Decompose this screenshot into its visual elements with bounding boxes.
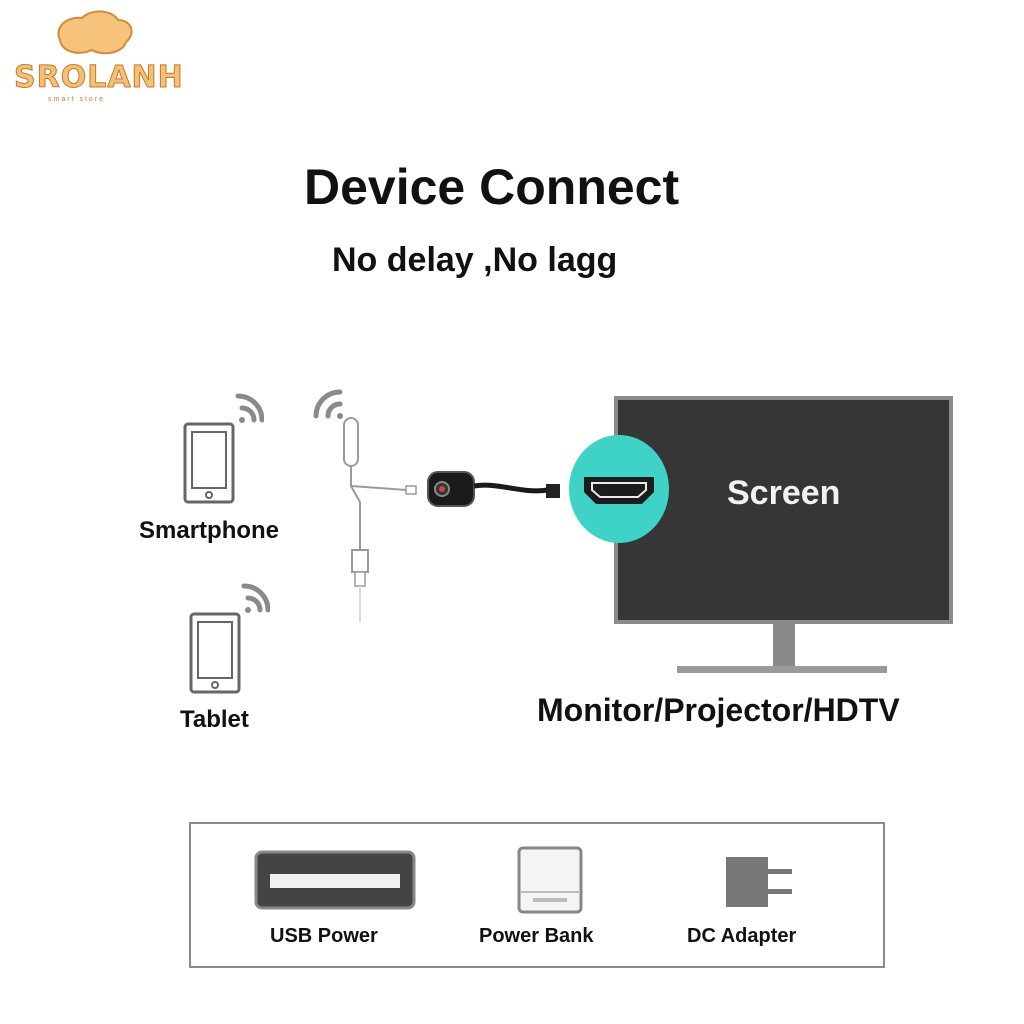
tablet-label: Tablet: [180, 706, 249, 733]
brand-logo: SROLANH smart store: [14, 10, 183, 105]
power-bank-label: Power Bank: [479, 925, 594, 947]
tv-stand-base: [677, 666, 887, 673]
power-bank-icon: [517, 846, 583, 914]
smartphone-icon: [183, 393, 264, 504]
wireless-display-dongle: [313, 389, 560, 622]
dc-adapter-label: DC Adapter: [687, 925, 797, 947]
usb-port-icon: [254, 850, 416, 910]
brand-tagline: smart store: [48, 96, 106, 103]
brand-name: SROLANH: [14, 60, 184, 96]
hdmi-port-icon: [569, 435, 669, 543]
power-options-box: [189, 822, 885, 968]
tv-screen: [614, 396, 953, 624]
logo-badge-icon: [57, 10, 133, 55]
dc-adapter-icon: [726, 857, 792, 907]
wifi-icon: [235, 393, 264, 423]
display-label: Monitor/Projector/HDTV: [537, 692, 900, 728]
screen-label: Screen: [727, 474, 841, 512]
wifi-icon: [313, 389, 343, 419]
wifi-icon: [241, 583, 270, 613]
tv-stand-neck: [773, 624, 795, 668]
diagram-title: Device Connect: [304, 159, 680, 215]
tablet-icon: [189, 583, 270, 694]
smartphone-label: Smartphone: [139, 517, 280, 544]
diagram-subtitle: No delay ,No lagg: [332, 241, 618, 279]
usb-power-label: USB Power: [270, 925, 378, 947]
